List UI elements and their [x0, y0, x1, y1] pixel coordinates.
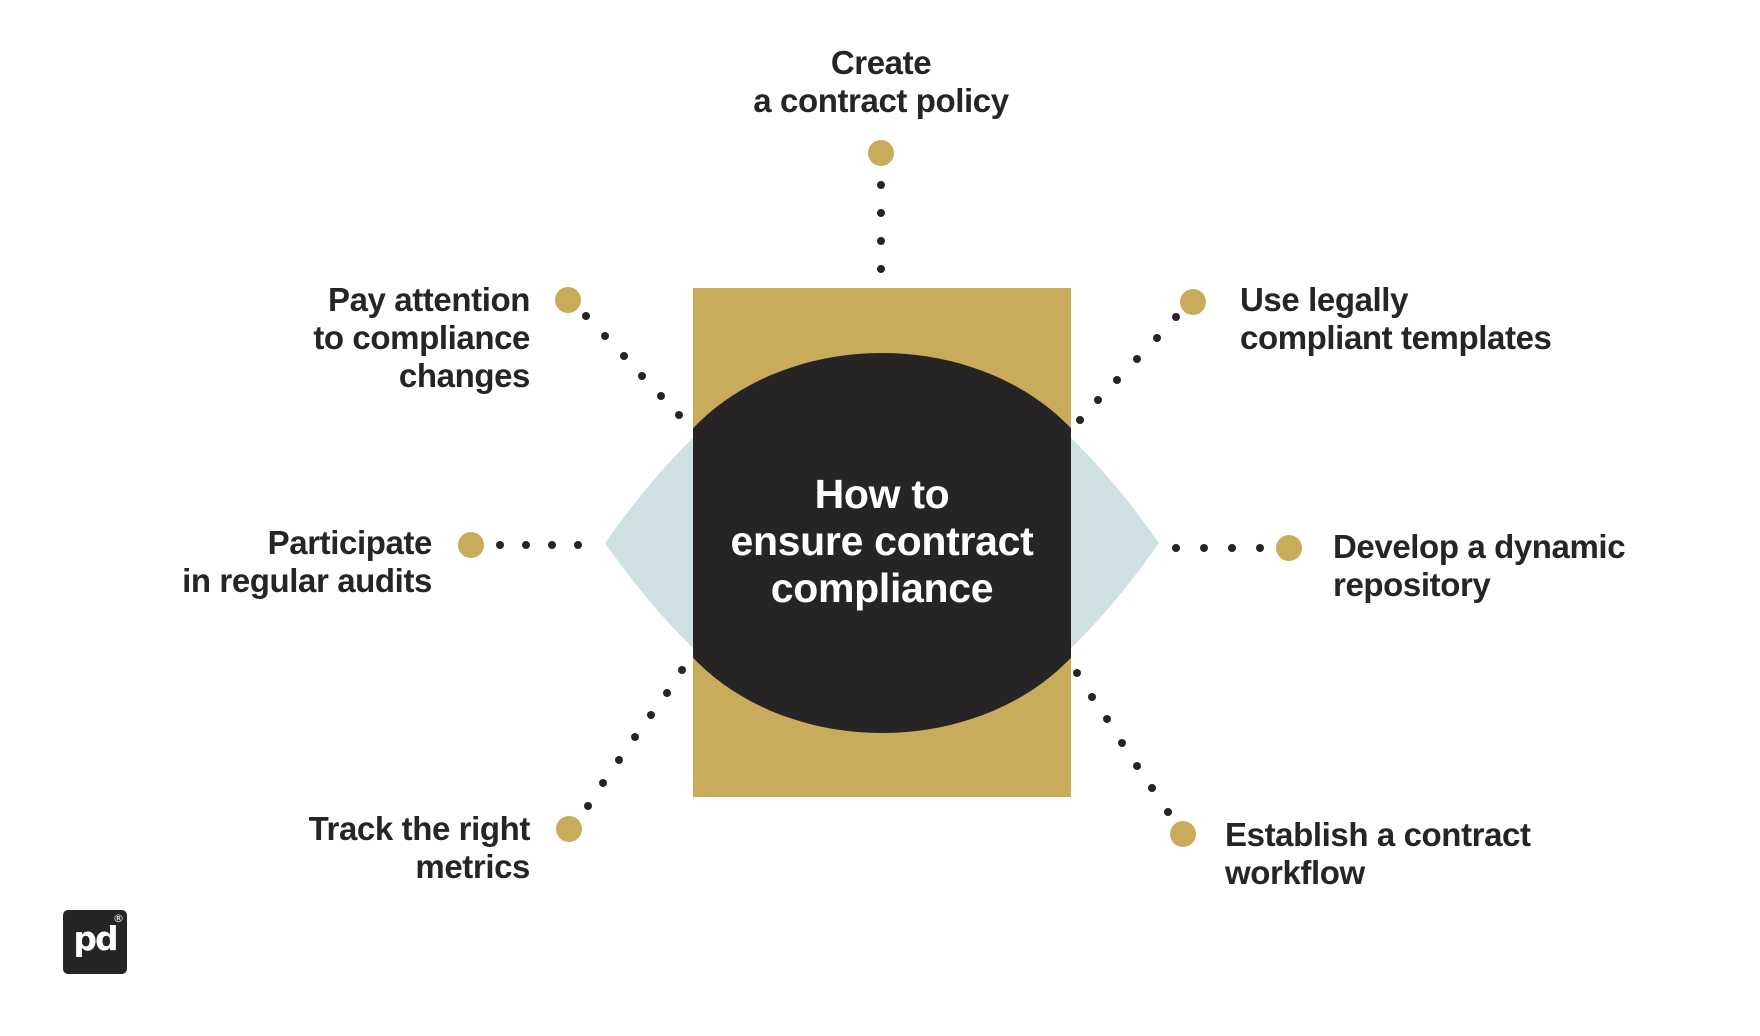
endpoint-dot-upper-left	[555, 287, 581, 313]
dotted-connector-lower-left	[584, 666, 686, 810]
endpoint-dot-top	[868, 140, 894, 166]
dotted-connector-top	[877, 181, 885, 273]
label-line: Pay attention	[327, 281, 530, 318]
label-line: in regular audits	[182, 562, 432, 599]
gold-endpoint-dots	[458, 140, 1302, 847]
label-create-contract-policy: Create a contract policy	[631, 44, 1131, 120]
label-line: Develop a dynamic	[1333, 528, 1626, 565]
pandadoc-logo: pd ®	[63, 910, 127, 974]
endpoint-dot-upper-right	[1180, 289, 1206, 315]
label-line: to compliance	[313, 319, 530, 356]
label-pay-attention-compliance-changes: Pay attention to compliance changes	[313, 281, 530, 395]
endpoint-dot-left	[458, 532, 484, 558]
logo-text: pd	[73, 919, 118, 958]
label-line: Create	[830, 44, 932, 81]
endpoint-dot-lower-left	[556, 816, 582, 842]
title-line: How to	[814, 471, 950, 517]
label-line: Participate	[267, 524, 433, 561]
title-line: ensure contract	[730, 518, 1034, 564]
endpoint-dot-lower-right	[1170, 821, 1196, 847]
label-line: Use legally	[1240, 281, 1409, 318]
label-line: Track the right	[308, 810, 531, 847]
label-develop-dynamic-repository: Develop a dynamic repository	[1333, 528, 1626, 604]
label-line: repository	[1333, 566, 1491, 603]
label-line: workflow	[1225, 854, 1365, 891]
center-ellipse	[693, 353, 1071, 733]
label-line: compliant templates	[1240, 319, 1552, 356]
label-line: a contract policy	[753, 82, 1009, 119]
label-line: metrics	[415, 848, 530, 885]
dotted-connector-lower-right	[1073, 669, 1172, 816]
dotted-connector-right	[1172, 544, 1264, 552]
label-line: Establish a contract	[1225, 816, 1531, 853]
dotted-connector-left	[496, 541, 582, 549]
label-establish-contract-workflow: Establish a contract workflow	[1225, 816, 1531, 892]
registered-mark-icon: ®	[113, 912, 124, 925]
dotted-connector-upper-right	[1076, 313, 1180, 424]
label-use-legally-compliant-templates: Use legally compliant templates	[1240, 281, 1552, 357]
label-track-right-metrics: Track the right metrics	[308, 810, 531, 886]
dotted-connector-upper-left	[582, 312, 683, 419]
title-line: compliance	[770, 565, 994, 611]
label-participate-regular-audits: Participate in regular audits	[182, 524, 432, 600]
diagram-title: How to ensure contract compliance	[632, 471, 1132, 612]
label-line: changes	[398, 357, 530, 394]
endpoint-dot-right	[1276, 535, 1302, 561]
